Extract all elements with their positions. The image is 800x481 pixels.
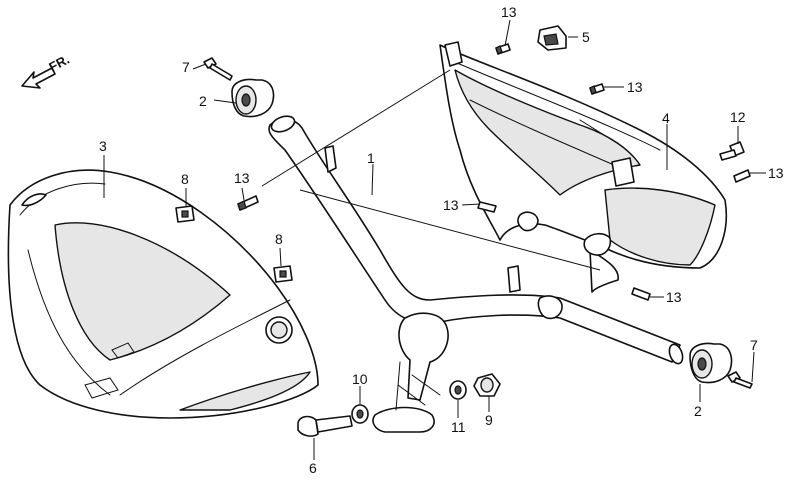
bolt-12 — [719, 141, 745, 161]
callout-12: 12 — [730, 109, 746, 125]
washer-10 — [351, 404, 369, 424]
screw-13-lower — [631, 287, 651, 301]
callout-2-left: 2 — [199, 93, 207, 109]
callout-8-lower: 8 — [275, 231, 283, 247]
clip-part-5 — [537, 25, 567, 51]
front-direction-indicator: FR. — [21, 52, 72, 89]
screw-13-left-cover — [237, 195, 259, 211]
callout-10: 10 — [352, 371, 368, 387]
callout-13-right: 13 — [768, 165, 784, 181]
callout-2-right: 2 — [694, 403, 702, 419]
callout-labels: 1 2 2 3 4 5 6 7 7 8 8 9 10 11 12 13 13 1… — [99, 4, 784, 476]
callout-6: 6 — [309, 460, 317, 476]
screw-7-right — [727, 371, 753, 389]
callout-9: 9 — [485, 412, 493, 428]
leader-lines — [103, 19, 766, 460]
callout-5: 5 — [582, 29, 590, 45]
speed-nut-upper — [175, 205, 195, 223]
callout-1: 1 — [367, 150, 375, 166]
bar-end-weight-right — [689, 342, 733, 384]
callout-7-right: 7 — [750, 337, 758, 353]
callout-13-left: 13 — [234, 170, 250, 186]
callout-7-left: 7 — [182, 59, 190, 75]
bar-end-weight-left — [231, 78, 275, 118]
nut-9 — [473, 373, 501, 397]
screw-13-mid — [477, 201, 497, 213]
screw-13-upper-mid — [589, 83, 605, 95]
callout-4: 4 — [662, 110, 670, 126]
callout-11: 11 — [451, 419, 466, 435]
screw-7-left — [203, 57, 233, 81]
callout-13-mid: 13 — [443, 197, 459, 213]
callout-13-upper-mid: 13 — [627, 79, 643, 95]
callout-13-top: 13 — [501, 4, 517, 20]
front-handlebar-cover — [7, 169, 319, 419]
handlebar-pipe — [268, 115, 684, 433]
callout-13-lower: 13 — [666, 289, 682, 305]
speed-nut-lower — [273, 265, 293, 283]
bolt-6 — [297, 415, 353, 437]
screw-13-top — [495, 43, 511, 55]
front-arrow-icon — [21, 67, 56, 89]
rear-handlebar-cover — [439, 41, 728, 293]
screw-13-right-side — [733, 169, 751, 183]
screw-13-set — [237, 43, 751, 301]
callout-3: 3 — [99, 138, 107, 154]
callout-8-upper: 8 — [181, 171, 189, 187]
washer-11 — [449, 380, 467, 400]
